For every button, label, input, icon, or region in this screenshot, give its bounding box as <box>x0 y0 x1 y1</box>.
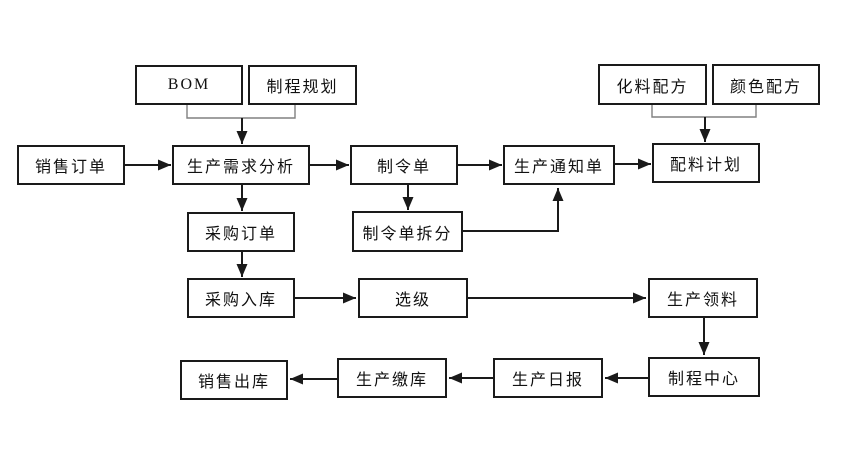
node-production-daily: 生产日报 <box>493 358 603 398</box>
node-batching-plan: 配料计划 <box>652 143 760 183</box>
node-purchase-inbound: 采购入库 <box>187 278 295 318</box>
bracket-bom-process-planning <box>186 105 296 119</box>
node-chemical-formula: 化料配方 <box>598 64 707 105</box>
node-color-formula: 颜色配方 <box>712 64 820 105</box>
bracket-chemical-color-formula <box>651 105 757 118</box>
node-sales-outbound: 销售出库 <box>180 360 288 400</box>
node-sales-order: 销售订单 <box>17 145 125 185</box>
node-bom: BOM <box>135 65 243 105</box>
node-process-center: 制程中心 <box>648 357 760 397</box>
node-production-storage: 生产缴库 <box>337 358 447 398</box>
node-grading: 选级 <box>358 278 468 318</box>
node-demand-analysis: 生产需求分析 <box>172 145 310 185</box>
node-production-notice: 生产通知单 <box>503 145 615 185</box>
node-work-order-split: 制令单拆分 <box>352 211 463 252</box>
edge-work-order-split-to-production-notice <box>463 188 564 232</box>
node-process-planning: 制程规划 <box>248 65 357 105</box>
node-production-picking: 生产领料 <box>648 278 758 318</box>
node-purchase-order: 采购订单 <box>187 212 295 252</box>
node-work-order: 制令单 <box>350 145 458 185</box>
